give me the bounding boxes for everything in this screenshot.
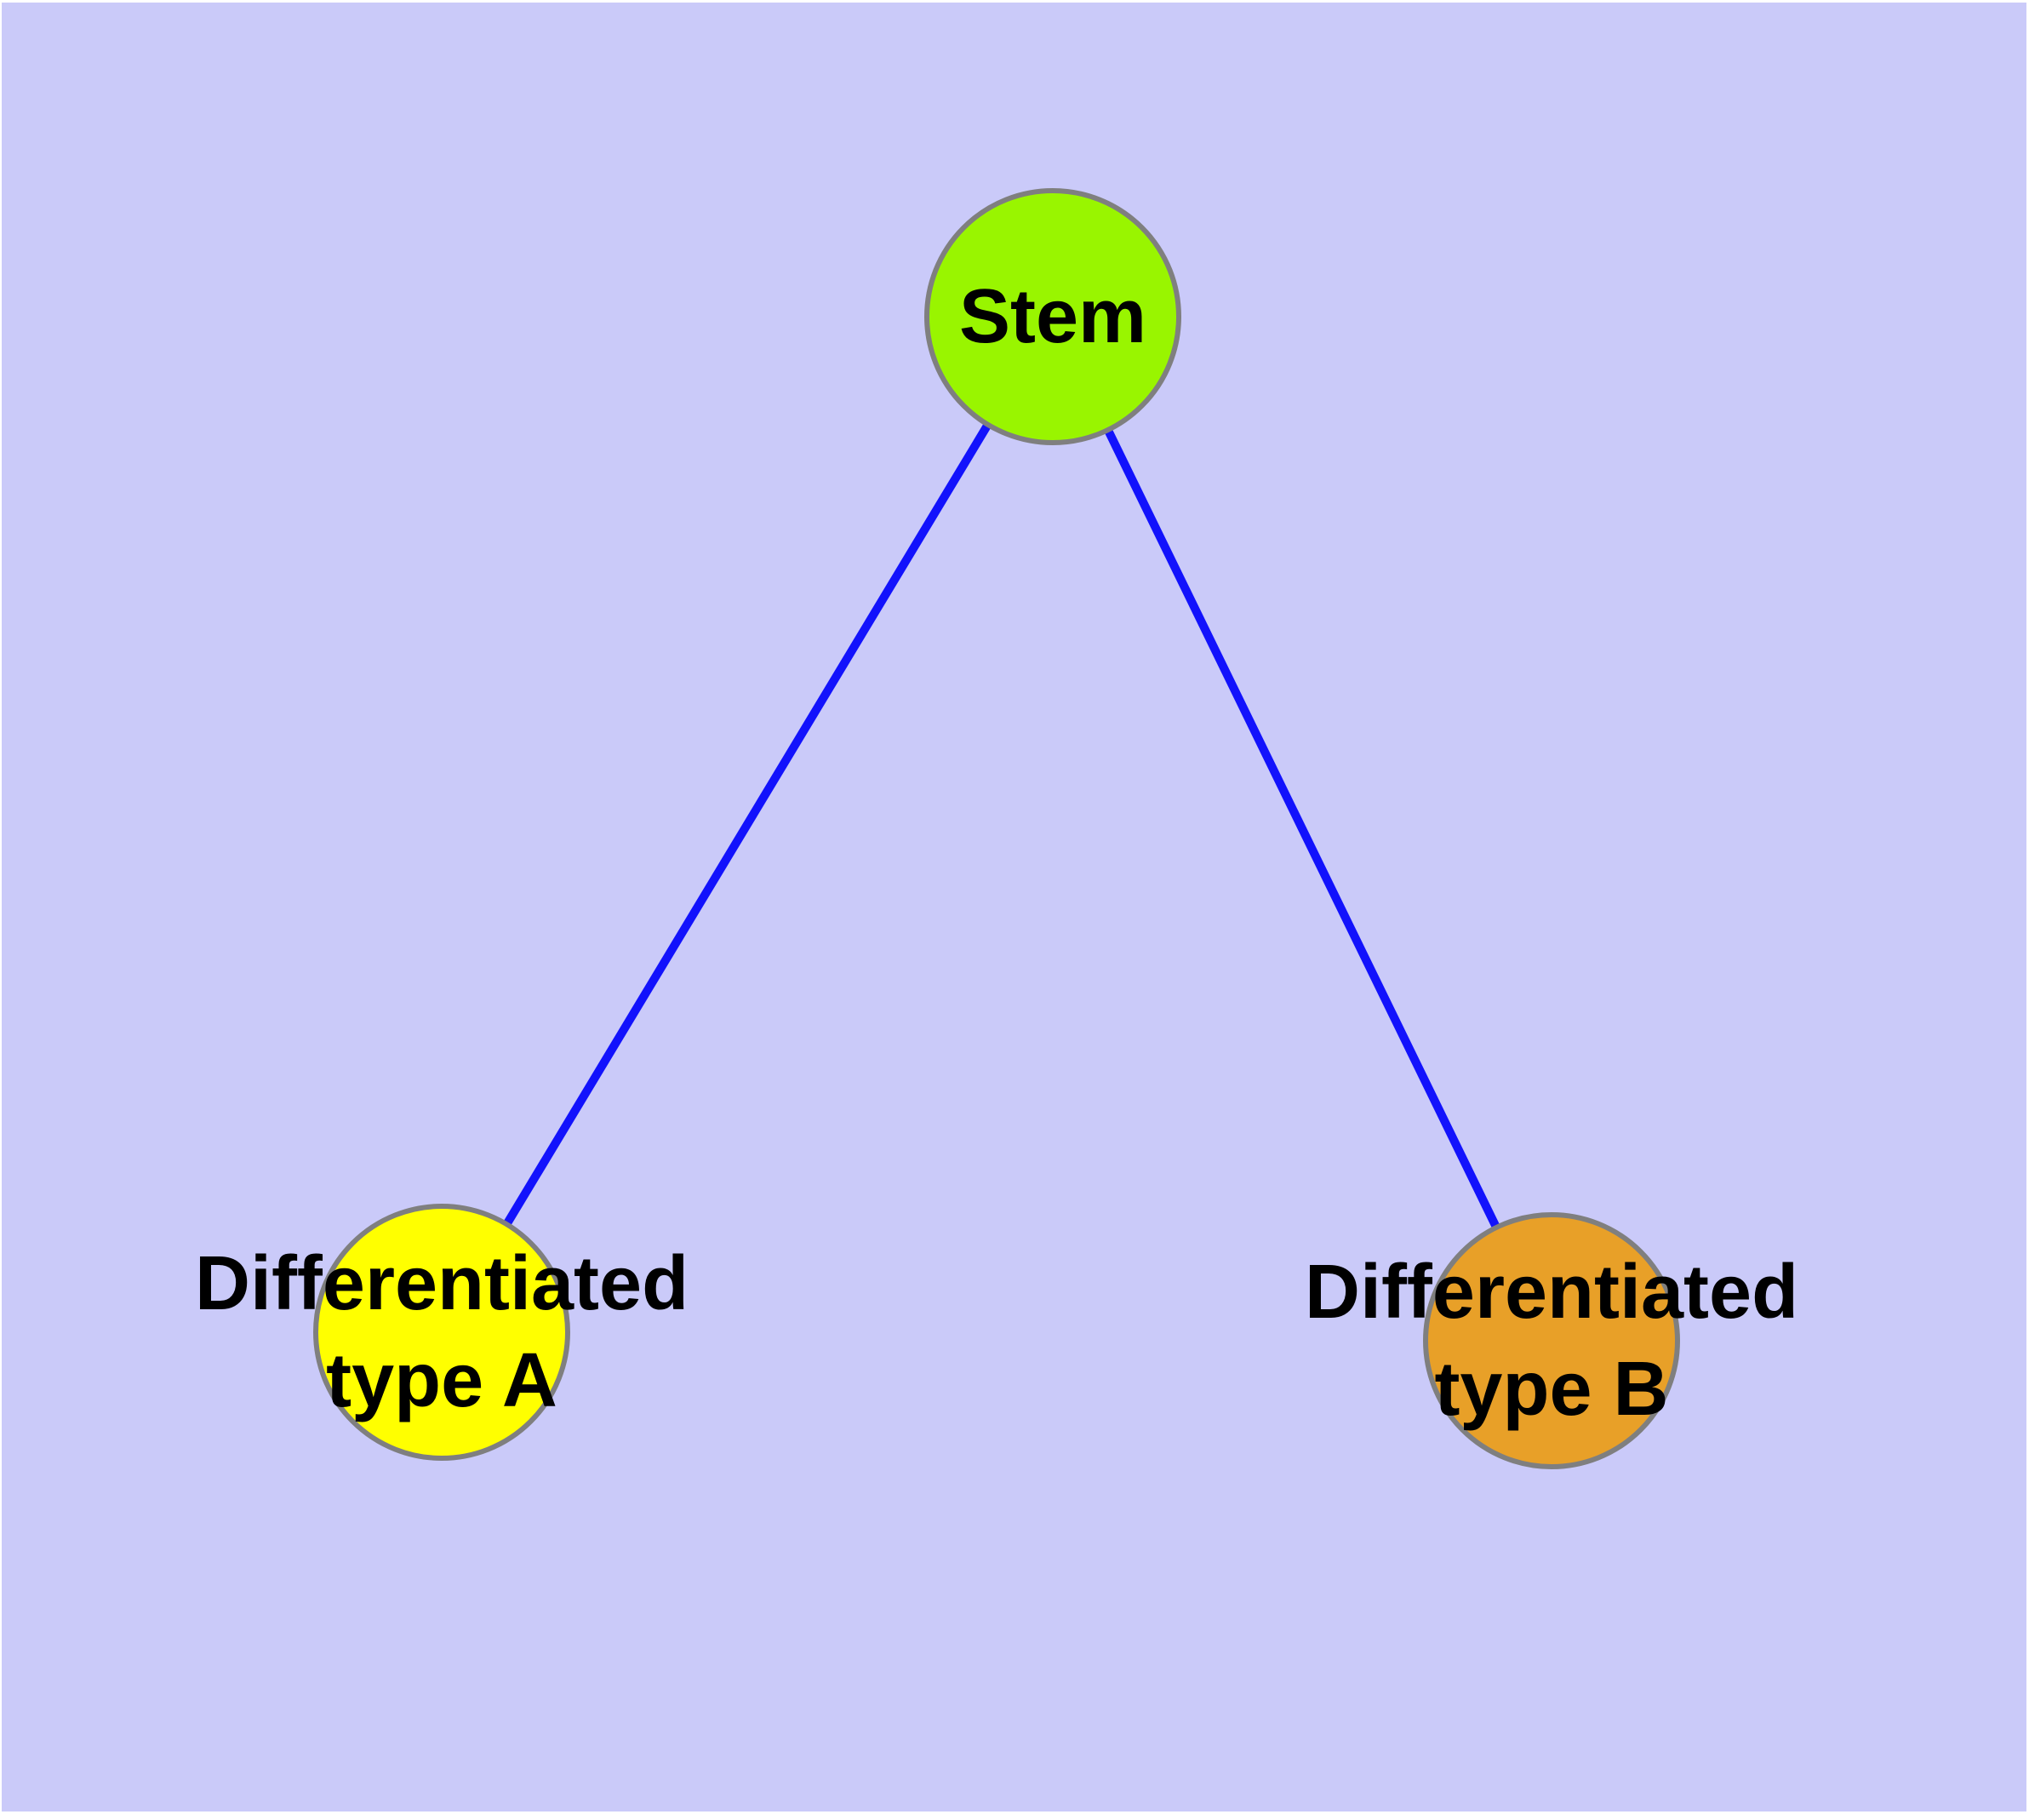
node-label-line: type B — [1434, 1347, 1669, 1432]
node-label-stem: Stem — [959, 268, 1146, 365]
node-label-differentiated-type-a: Differentiated type A — [195, 1235, 689, 1429]
edge-stem-to-differentiated-type-b — [1049, 314, 1556, 1343]
node-label-line: Differentiated — [1304, 1250, 1799, 1335]
node-label-line: Differentiated — [194, 1241, 689, 1326]
node-stem — [924, 188, 1181, 445]
node-differentiated-type-b — [1423, 1212, 1680, 1469]
edge-stem-to-differentiated-type-a — [437, 314, 1057, 1335]
node-differentiated-type-a — [313, 1204, 570, 1461]
node-label-line: Stem — [958, 274, 1147, 359]
node-label-differentiated-type-b: Differentiated type B — [1305, 1244, 1798, 1438]
node-label-line: type A — [326, 1338, 557, 1423]
